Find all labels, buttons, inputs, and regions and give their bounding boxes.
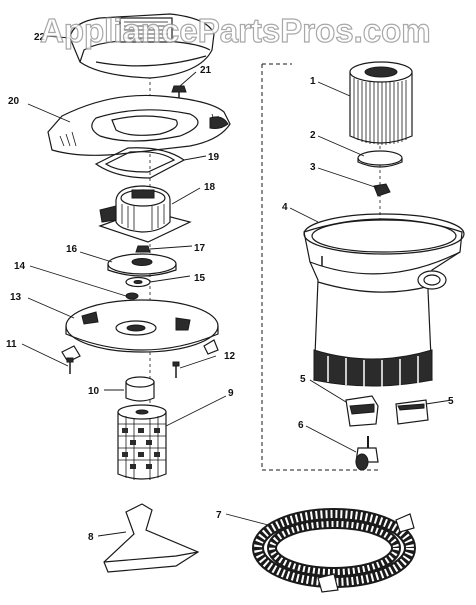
part-15-washer: [125, 276, 151, 288]
callout-22: 22: [34, 32, 46, 43]
callout-11: 11: [6, 339, 17, 350]
part-3-nut: [373, 183, 391, 197]
callout-8: 8: [88, 532, 94, 543]
part-8-floor-nozzle: [103, 503, 200, 573]
callout-7: 7: [216, 510, 222, 521]
callout-1: 1: [310, 76, 316, 87]
callout-5-left: 5: [300, 374, 306, 385]
callout-20: 20: [8, 96, 20, 107]
part-20-motor-housing: [47, 94, 231, 156]
part-17-nut: [135, 245, 151, 253]
part-18-motor: [98, 185, 192, 243]
callout-17: 17: [194, 243, 206, 254]
callout-16: 16: [66, 244, 78, 255]
callout-13: 13: [10, 292, 22, 303]
callout-10: 10: [88, 386, 100, 397]
part-10-float: [125, 376, 155, 402]
part-16-impeller: [107, 253, 177, 277]
callout-21: 21: [200, 65, 212, 76]
part-5-caster-base-left: [345, 395, 379, 427]
leader-lines: [21, 35, 453, 537]
callout-5-right: 5: [448, 396, 454, 407]
part-13-lid-plate: [61, 299, 219, 363]
part-5-caster-base-right: [395, 399, 429, 425]
part-1-cartridge-filter: [349, 61, 413, 145]
callout-18: 18: [204, 182, 216, 193]
callout-19: 19: [208, 152, 220, 163]
callout-6: 6: [298, 420, 304, 431]
part-7-hose: [252, 508, 416, 593]
part-22-top-cover: [69, 13, 215, 79]
part-14-nut: [125, 292, 139, 300]
callout-15: 15: [194, 273, 206, 284]
callout-12: 12: [224, 351, 236, 362]
part-6-caster: [355, 436, 379, 471]
callout-3: 3: [310, 162, 316, 173]
part-12-screw: [172, 361, 180, 378]
callout-9: 9: [228, 388, 234, 399]
part-4-tank: [303, 213, 465, 387]
callout-4: 4: [282, 202, 288, 213]
callout-labels: 22 21 20 19 18 17 16 15 14 13 12 11 10 9…: [6, 32, 454, 543]
part-11-screw: [66, 357, 74, 374]
callout-2: 2: [310, 130, 316, 141]
callout-14: 14: [14, 261, 26, 272]
part-9-filter-cage: [117, 404, 167, 480]
part-2-disc: [357, 150, 403, 168]
